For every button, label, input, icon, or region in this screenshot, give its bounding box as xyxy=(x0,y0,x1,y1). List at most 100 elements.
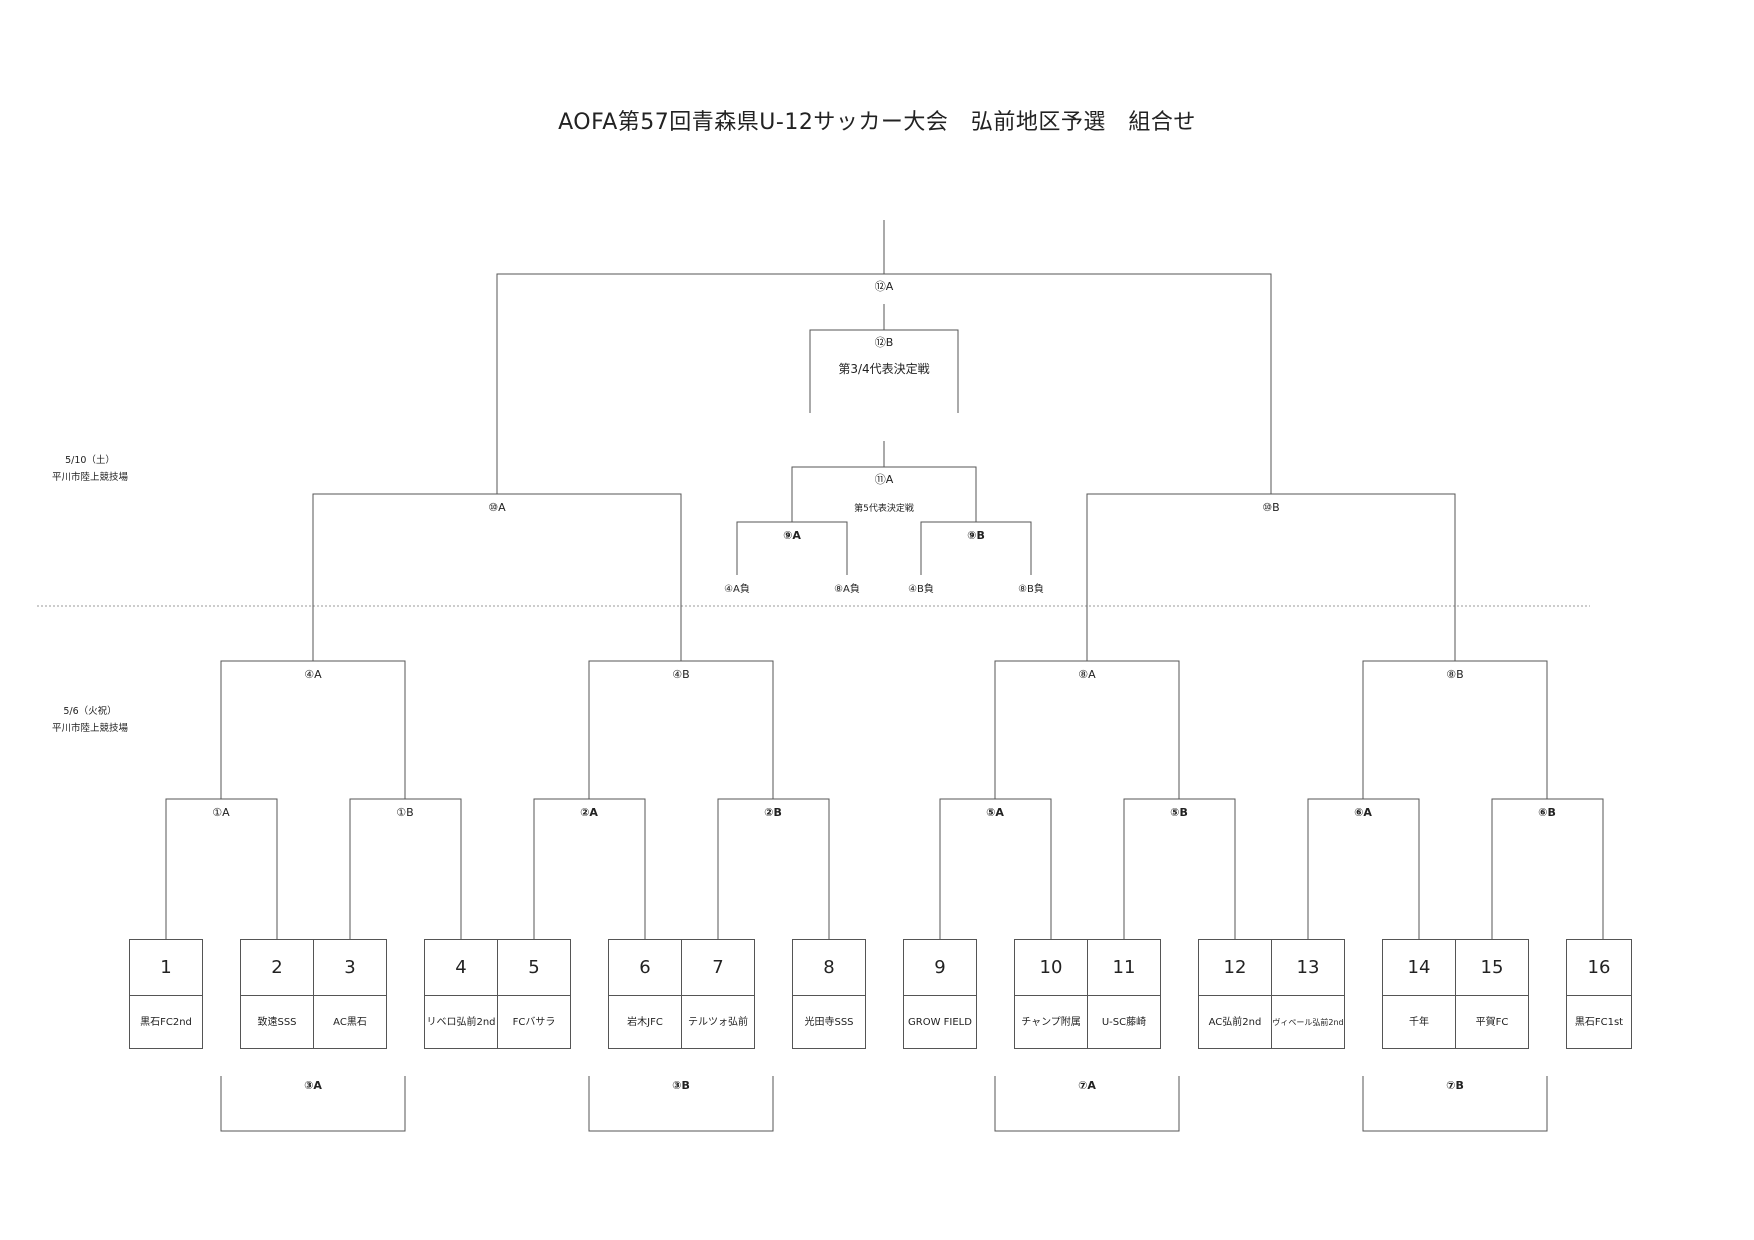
match-label-r2-4: ⑧B xyxy=(1444,668,1466,682)
r1-bracket-3 xyxy=(533,798,646,939)
team-box-16: 16 黒石FC1st xyxy=(1566,939,1632,1049)
match-label-third-place: ⑫B xyxy=(872,336,896,350)
team-box-9: 9 GROW FIELD xyxy=(903,939,977,1049)
team-box-12: 12 AC弘前2nd xyxy=(1198,939,1272,1049)
match-label-r2-3: ⑧A xyxy=(1076,668,1098,682)
team-name: GROW FIELD xyxy=(908,1017,972,1028)
fifth-semi-bracket-1 xyxy=(736,521,848,575)
r1-bracket-4 xyxy=(717,798,830,939)
match-label-r2-2: ④B xyxy=(670,668,692,682)
fifth-entrant-4: ⑧B負 xyxy=(1018,584,1044,595)
r1-bracket-5 xyxy=(939,798,1052,939)
page-title: AOFA第57回青森県U-12サッカー大会 弘前地区予選 組合せ xyxy=(558,110,1196,135)
team-name: ヴィペール弘前2nd xyxy=(1272,1018,1344,1027)
team-seed: 14 xyxy=(1383,940,1455,996)
team-seed: 1 xyxy=(130,940,202,996)
fifth-entrant-3: ④B負 xyxy=(908,584,934,595)
final-day-venue: 平川市陸上競技場 xyxy=(51,472,128,483)
match-label-r1-3: ②A xyxy=(578,806,600,820)
team-box-8: 8 光田寺SSS xyxy=(792,939,866,1049)
match-label-r1-4: ②B xyxy=(762,806,784,820)
team-seed: 11 xyxy=(1088,940,1160,996)
team-name: 光田寺SSS xyxy=(804,1017,854,1028)
team-name: テルツォ弘前 xyxy=(688,1017,748,1028)
team-name: U-SC藤崎 xyxy=(1101,1017,1147,1028)
team-name: チャンプ附属 xyxy=(1021,1017,1081,1028)
match-label-r1-5: ⑤A xyxy=(984,806,1006,820)
team-box-3: 3 AC黒石 xyxy=(313,939,387,1049)
team-box-5: 5 FCバサラ xyxy=(497,939,571,1049)
consolation-label-4: ⑦B xyxy=(1446,1079,1464,1092)
match-label-r2-1: ④A xyxy=(302,668,324,682)
r1-bracket-8 xyxy=(1491,798,1604,939)
match-label-semi-1: ⑩A xyxy=(486,501,508,515)
semi-bracket-1 xyxy=(312,493,682,661)
third-place-bracket xyxy=(809,329,959,413)
team-name: 平賀FC xyxy=(1475,1017,1509,1028)
semi-bracket-2 xyxy=(1086,493,1456,661)
r1-bracket-6 xyxy=(1123,798,1236,939)
fifth-entrant-2: ⑧A負 xyxy=(834,584,860,595)
match-label-r1-6: ⑤B xyxy=(1168,806,1190,820)
team-box-2: 2 致遠SSS xyxy=(240,939,314,1049)
r1-bracket-7 xyxy=(1307,798,1420,939)
fifth-place-bracket xyxy=(791,466,977,522)
team-box-13: 13 ヴィペール弘前2nd xyxy=(1271,939,1345,1049)
match-label-semi-2: ⑩B xyxy=(1260,501,1282,515)
final-day-note: 5/10（土） 平川市陸上競技場 xyxy=(25,452,155,486)
fifth-entrant-1: ④A負 xyxy=(724,584,750,595)
team-box-14: 14 千年 xyxy=(1382,939,1456,1049)
team-seed: 9 xyxy=(904,940,976,996)
first-day-venue: 平川市陸上競技場 xyxy=(51,723,128,734)
match-label-fifth-semi-1: ⑨A xyxy=(781,529,803,543)
team-name: 致遠SSS xyxy=(257,1017,297,1028)
consolation-bracket-3 xyxy=(994,1076,1180,1132)
team-box-1: 1 黒石FC2nd xyxy=(129,939,203,1049)
team-box-7: 7 テルツォ弘前 xyxy=(681,939,755,1049)
team-name: AC弘前2nd xyxy=(1208,1017,1262,1028)
team-seed: 4 xyxy=(425,940,497,996)
match-label-fifth-place: ⑪A xyxy=(872,473,896,487)
third-place-title: 第3/4代表決定戦 xyxy=(838,362,930,376)
fifth-place-title: 第5代表決定戦 xyxy=(854,504,914,514)
team-seed: 6 xyxy=(609,940,681,996)
team-seed: 7 xyxy=(682,940,754,996)
team-name: AC黒石 xyxy=(333,1017,367,1028)
team-box-6: 6 岩木JFC xyxy=(608,939,682,1049)
team-seed: 5 xyxy=(498,940,570,996)
consolation-label-1: ③A xyxy=(304,1079,322,1092)
r1-bracket-1 xyxy=(165,798,278,939)
team-seed: 16 xyxy=(1567,940,1631,996)
r1-bracket-2 xyxy=(349,798,462,939)
match-label-r1-1: ①A xyxy=(210,806,232,820)
team-box-15: 15 平賀FC xyxy=(1455,939,1529,1049)
team-name: 千年 xyxy=(1409,1017,1429,1028)
team-seed: 10 xyxy=(1015,940,1087,996)
fifth-semi-bracket-2 xyxy=(920,521,1032,575)
final-day-date: 5/10（土） xyxy=(65,455,115,466)
first-day-note: 5/6（火祝） 平川市陸上競技場 xyxy=(25,703,155,737)
team-box-11: 11 U-SC藤崎 xyxy=(1087,939,1161,1049)
match-label-r1-8: ⑥B xyxy=(1536,806,1558,820)
team-seed: 2 xyxy=(241,940,313,996)
team-seed: 13 xyxy=(1272,940,1344,996)
team-name: 黒石FC1st xyxy=(1574,1017,1624,1028)
team-seed: 15 xyxy=(1456,940,1528,996)
first-day-date: 5/6（火祝） xyxy=(63,706,117,717)
consolation-bracket-4 xyxy=(1362,1076,1548,1132)
team-seed: 12 xyxy=(1199,940,1271,996)
team-name: 岩木JFC xyxy=(627,1017,663,1028)
consolation-label-2: ③B xyxy=(672,1079,690,1092)
team-seed: 8 xyxy=(793,940,865,996)
team-seed: 3 xyxy=(314,940,386,996)
match-label-r1-7: ⑥A xyxy=(1352,806,1374,820)
match-label-r1-2: ①B xyxy=(394,806,416,820)
consolation-bracket-1 xyxy=(220,1076,406,1132)
team-name: 黒石FC2nd xyxy=(140,1017,192,1028)
team-name: FCバサラ xyxy=(512,1017,556,1028)
match-label-fifth-semi-2: ⑨B xyxy=(965,529,987,543)
consolation-bracket-2 xyxy=(588,1076,774,1132)
match-label-final: ⑫A xyxy=(872,280,896,294)
team-box-4: 4 リベロ弘前2nd xyxy=(424,939,498,1049)
